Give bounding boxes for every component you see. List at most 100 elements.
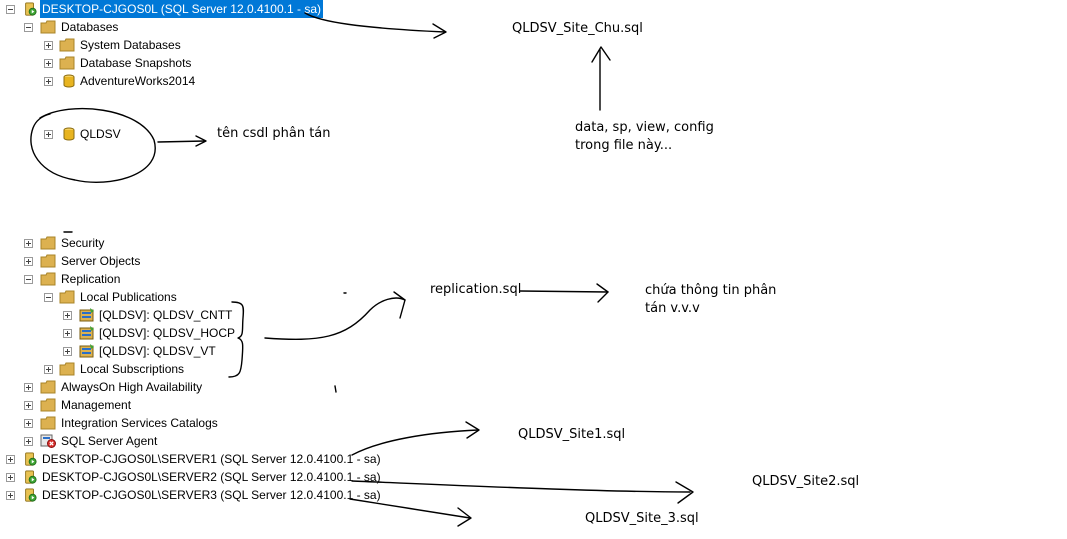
annotation-site-chu: QLDSV_Site_Chu.sql xyxy=(512,21,643,36)
publication-hocphi-label: [QLDSV]: QLDSV_HOCPHI xyxy=(99,326,235,340)
management-label: Management xyxy=(61,398,132,412)
expand-icon[interactable] xyxy=(44,41,53,50)
local-publications-label: Local Publications xyxy=(80,290,177,304)
annotation-site2: QLDSV_Site2.sql xyxy=(752,474,860,489)
expand-icon[interactable] xyxy=(63,329,72,338)
tree-node-security[interactable]: Security xyxy=(0,234,200,252)
circle-qldsv xyxy=(30,107,156,183)
tree-node-publication-vt[interactable]: [QLDSV]: QLDSV_VT xyxy=(0,342,240,360)
server1-label: DESKTOP-CJGOS0L\SERVER1 (SQL Server 12.0… xyxy=(42,452,381,466)
root-server-label: DESKTOP-CJGOS0L (SQL Server 12.0.4100.1 … xyxy=(40,0,323,18)
server-objects-label: Server Objects xyxy=(61,254,141,268)
collapse-icon[interactable] xyxy=(24,23,33,32)
arrow-replication-to-chua xyxy=(519,290,609,293)
expand-icon[interactable] xyxy=(24,419,33,428)
folder-icon xyxy=(59,290,75,304)
databases-label: Databases xyxy=(61,20,119,34)
expand-icon[interactable] xyxy=(44,59,53,68)
expand-icon[interactable] xyxy=(24,383,33,392)
tree-node-database-snapshots[interactable]: Database Snapshots xyxy=(0,54,220,72)
tree-node-qldsv[interactable]: QLDSV xyxy=(0,125,140,143)
arrowhead-site2 xyxy=(675,481,694,504)
arrowhead-ten-csdl xyxy=(195,135,207,147)
server-icon xyxy=(25,452,37,466)
folder-icon xyxy=(40,416,56,430)
tree-node-local-subscriptions[interactable]: Local Subscriptions xyxy=(0,360,220,378)
database-icon xyxy=(63,127,75,141)
expand-icon[interactable] xyxy=(6,491,15,500)
annotation-chua-line1: chứa thông tin phân xyxy=(645,283,777,298)
arrowhead-site3 xyxy=(457,507,472,527)
expand-icon[interactable] xyxy=(24,401,33,410)
expand-icon[interactable] xyxy=(44,77,53,86)
sql-server-agent-label: SQL Server Agent xyxy=(61,434,158,448)
folder-icon xyxy=(40,380,56,394)
integration-services-label: Integration Services Catalogs xyxy=(61,416,218,430)
tree-node-local-publications[interactable]: Local Publications xyxy=(0,288,200,306)
tree-node-sql-server-agent[interactable]: SQL Server Agent xyxy=(0,432,200,450)
collapse-icon[interactable] xyxy=(6,5,15,14)
sql-agent-icon xyxy=(40,434,56,448)
ink-mark xyxy=(334,385,337,393)
folder-icon xyxy=(59,38,75,52)
adventureworks-label: AdventureWorks2014 xyxy=(80,74,196,88)
tree-node-server1[interactable]: DESKTOP-CJGOS0L\SERVER1 (SQL Server 12.0… xyxy=(0,450,381,468)
publication-icon xyxy=(79,326,94,340)
collapse-icon[interactable] xyxy=(24,275,33,284)
expand-icon[interactable] xyxy=(63,347,72,356)
server-icon xyxy=(25,488,37,502)
tree-node-root-server[interactable]: DESKTOP-CJGOS0L (SQL Server 12.0.4100.1 … xyxy=(0,0,323,18)
tree-node-management[interactable]: Management xyxy=(0,396,200,414)
tree-node-adventureworks[interactable]: AdventureWorks2014 xyxy=(0,72,220,90)
server-icon xyxy=(25,2,37,16)
folder-icon xyxy=(59,56,75,70)
expand-icon[interactable] xyxy=(6,473,15,482)
tree-node-server3[interactable]: DESKTOP-CJGOS0L\SERVER3 (SQL Server 12.0… xyxy=(0,486,381,504)
tree-node-publication-hocphi[interactable]: [QLDSV]: QLDSV_HOCPHI xyxy=(0,324,240,342)
system-databases-label: System Databases xyxy=(80,38,181,52)
local-subscriptions-label: Local Subscriptions xyxy=(80,362,185,376)
expand-icon[interactable] xyxy=(24,437,33,446)
server3-label: DESKTOP-CJGOS0L\SERVER3 (SQL Server 12.0… xyxy=(42,488,381,502)
expand-icon[interactable] xyxy=(44,365,53,374)
tree-node-alwayson[interactable]: AlwaysOn High Availability xyxy=(0,378,220,396)
folder-icon xyxy=(40,20,56,34)
expand-icon[interactable] xyxy=(63,311,72,320)
annotation-replication-sql: replication.sql xyxy=(430,282,522,297)
collapse-icon[interactable] xyxy=(44,293,53,302)
annotation-data-note-line2: trong file này... xyxy=(575,138,673,153)
arrowhead-site1 xyxy=(465,421,480,439)
database-icon xyxy=(63,74,75,88)
expand-icon[interactable] xyxy=(6,455,15,464)
arrowhead-chua xyxy=(596,283,609,303)
folder-icon xyxy=(40,236,56,250)
publication-cntt-label: [QLDSV]: QLDSV_CNTT xyxy=(99,308,233,322)
expand-icon[interactable] xyxy=(44,130,53,139)
arrowhead-note-up xyxy=(591,46,611,63)
tree-node-system-databases[interactable]: System Databases xyxy=(0,36,220,54)
arrow-root-to-site-chu xyxy=(304,12,446,33)
arrowhead-replication xyxy=(393,291,406,319)
tree-node-replication[interactable]: Replication xyxy=(0,270,200,288)
expand-icon[interactable] xyxy=(24,239,33,248)
database-snapshots-label: Database Snapshots xyxy=(80,56,192,70)
tree-node-server-objects[interactable]: Server Objects xyxy=(0,252,200,270)
folder-icon xyxy=(40,254,56,268)
server-icon xyxy=(25,470,37,484)
publication-vt-label: [QLDSV]: QLDSV_VT xyxy=(99,344,216,358)
publication-icon xyxy=(79,308,94,322)
tree-node-server2[interactable]: DESKTOP-CJGOS0L\SERVER2 (SQL Server 12.0… xyxy=(0,468,381,486)
tree-node-integration-services[interactable]: Integration Services Catalogs xyxy=(0,414,230,432)
arrow-bracket-to-replication xyxy=(264,297,406,340)
tree-node-databases[interactable]: Databases xyxy=(0,18,200,36)
publication-icon xyxy=(79,344,94,358)
annotation-ten-csdl: tên csdl phân tán xyxy=(217,126,331,141)
arrow-server2-to-site2 xyxy=(351,480,691,493)
qldsv-label: QLDSV xyxy=(80,127,121,141)
tree-node-publication-cntt[interactable]: [QLDSV]: QLDSV_CNTT xyxy=(0,306,240,324)
folder-icon xyxy=(59,362,75,376)
expand-icon[interactable] xyxy=(24,257,33,266)
annotation-chua-line2: tán v.v.v xyxy=(645,301,700,316)
folder-icon xyxy=(40,398,56,412)
annotation-site1: QLDSV_Site1.sql xyxy=(518,427,626,442)
